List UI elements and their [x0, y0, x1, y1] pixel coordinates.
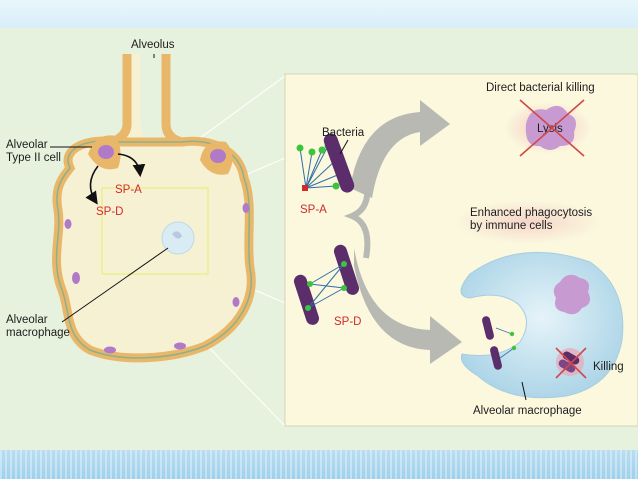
bacteria-icon-spa	[323, 133, 355, 193]
small-macrophage	[161, 221, 195, 255]
cross-icon-killing	[555, 347, 587, 379]
label-phago-line2: by immune cells	[470, 220, 553, 232]
label-bacteria: Bacteria	[322, 127, 365, 139]
label-alveolar-macrophage: Alveolar macrophage	[473, 405, 582, 417]
label-killing: Killing	[593, 361, 624, 373]
surfactant-diagram: Alveolus Alveolar Type II cell SP-A SP-D…	[6, 39, 638, 427]
bacteria-icon-spd-1	[293, 274, 320, 325]
label-type2-line2: Type II cell	[6, 152, 61, 164]
label-sp-d-right: SP-D	[334, 316, 361, 328]
label-sp-d-left: SP-D	[96, 206, 123, 218]
brace	[343, 177, 371, 259]
sp-d-molecule-icon	[307, 263, 345, 309]
bacteria-icon-spd-2	[333, 244, 360, 295]
curved-arrow-bottom	[354, 248, 462, 364]
label-macrophage-line1: Alveolar	[6, 314, 48, 326]
label-phago-line1: Enhanced phagocytosis	[470, 207, 592, 219]
type-ii-cell-left	[88, 135, 121, 170]
top-band	[0, 0, 638, 28]
type-ii-cell-right	[200, 141, 233, 175]
cross-icon-top	[519, 99, 585, 157]
large-macrophage	[460, 251, 624, 399]
label-sp-a-left: SP-A	[115, 184, 142, 196]
alveolar-sac	[52, 54, 256, 363]
label-sp-a-right: SP-A	[300, 204, 327, 216]
label-alveolus: Alveolus	[131, 39, 175, 51]
bottom-band	[0, 450, 638, 479]
label-macrophage-line2: macrophage	[6, 327, 70, 339]
label-type2-line1: Alveolar	[6, 139, 48, 151]
label-direct-killing: Direct bacterial killing	[486, 82, 595, 94]
curved-arrow-top	[350, 100, 450, 198]
detail-panel: Bacteria SP-A SP-D Direct bacterial kill…	[284, 73, 638, 427]
